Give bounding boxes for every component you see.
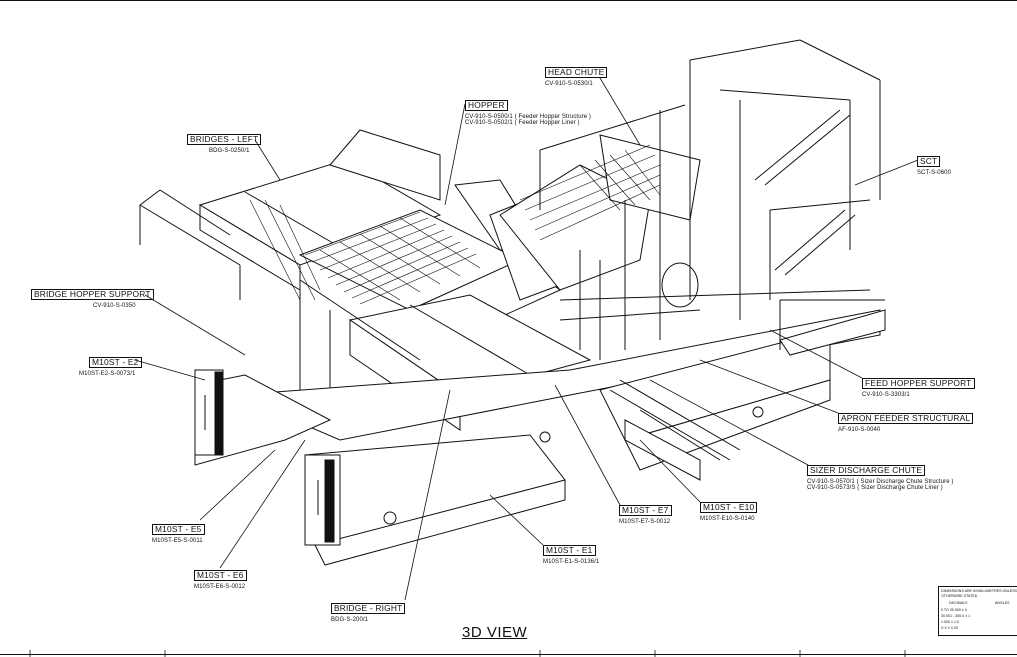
callout-hopper-ref-1: CV-910-S-0500/1 ( Feeder Hopper Structur… [465, 113, 592, 120]
callout-hopper-title: HOPPER [465, 100, 508, 112]
title-block-row-2: 30.001 - 300.0 ± 1 [941, 614, 971, 618]
callout-m10st-e5: M10ST - E5 M10ST-E5-S-0011 [152, 519, 205, 544]
callout-sct-ref: SCT-S-0600 [917, 169, 952, 176]
leader-lines [134, 77, 919, 601]
callout-m10st-e5-title: M10ST - E5 [152, 524, 205, 536]
callout-feed-hopper-support-ref: CV-910-S-3303/1 [862, 391, 910, 398]
callout-apron-feeder-structural-title: APRON FEEDER STRUCTURAL [838, 413, 974, 425]
callout-m10st-e2-ref: M10ST-E2-S-0073/1 [79, 370, 136, 377]
callout-m10st-e7: M10ST - E7 M10ST-E7-S-0012 [619, 500, 672, 525]
title-block-col-decimals: DECIMALS [949, 601, 968, 605]
callout-head-chute-ref: CV-910-S-0530/1 [545, 80, 593, 87]
tolerance-title-block: DIMENSIONS ARE IN MILLIMETRES UNLESS OTH… [938, 586, 1017, 636]
callout-bridge-hopper-support-title: BRIDGE HOPPER SUPPORT [31, 289, 154, 301]
callout-m10st-e6-title: M10ST - E6 [194, 570, 247, 582]
callout-sizer-discharge-chute-ref-1: CV-910-S-0570/1 ( Sizer Discharge Chute … [807, 478, 954, 485]
callout-m10st-e7-ref: M10ST-E7-S-0012 [619, 518, 671, 525]
callout-hopper: HOPPER CV-910-S-0500/1 ( Feeder Hopper S… [465, 95, 591, 127]
callout-bridges-left-title: BRIDGES - LEFT [187, 134, 262, 146]
callout-m10st-e10-ref: M10ST-E10-S-0140 [700, 515, 755, 522]
callout-m10st-e6-ref: M10ST-E6-S-0012 [194, 583, 246, 590]
callout-sizer-discharge-chute-title: SIZER DISCHARGE CHUTE [807, 465, 926, 477]
bridge-left-structure [139, 129, 442, 300]
end-walls [194, 369, 341, 546]
callout-m10st-e5-ref: M10ST-E5-S-0011 [152, 537, 203, 544]
callout-bridges-left-ref: BDG-S-0250/1 [209, 147, 250, 154]
callout-feed-hopper-support: FEED HOPPER SUPPORT CV-910-S-3303/1 [862, 373, 975, 398]
callout-bridge-hopper-support-ref: CV-910-S-0350 [93, 302, 136, 309]
sheet-border-bottom [0, 654, 1017, 655]
sizer-discharge-chute-structure [609, 379, 741, 481]
callout-bridge-right: BRIDGE - RIGHT BDG-S-200/1 [331, 598, 406, 623]
callout-hopper-ref-2: CV-910-S-0502/1 ( Feeder Hopper Liner ) [465, 120, 580, 127]
callout-m10st-e1-title: M10ST - E1 [543, 545, 596, 557]
callout-m10st-e10-title: M10ST - E10 [700, 502, 758, 514]
callout-apron-feeder-structural-ref: AF-910-S-0040 [838, 426, 881, 433]
callout-sizer-discharge-chute-ref-2: CV-910-S-0573/S ( Sizer Discharge Chute … [807, 485, 943, 492]
liner-plate-hatching [249, 144, 661, 305]
callout-bridge-right-ref: BDG-S-200/1 [331, 616, 369, 623]
callout-bridge-hopper-support: BRIDGE HOPPER SUPPORT CV-910-S-0350 [31, 284, 154, 309]
title-block-row-1: 0 TO 30.000 ± 0 [941, 608, 967, 612]
callout-m10st-e2: M10ST - E2 M10ST-E2-S-0073/1 [79, 352, 142, 377]
callout-sizer-discharge-chute: SIZER DISCHARGE CHUTE CV-910-S-0570/1 ( … [807, 460, 954, 492]
callout-sct: SCT SCT-S-0600 [917, 151, 951, 176]
callout-sct-title: SCT [917, 156, 941, 168]
callout-head-chute: HEAD CHUTE CV-910-S-0530/1 [545, 62, 608, 87]
callout-m10st-e10: M10ST - E10 M10ST-E10-S-0140 [700, 497, 758, 522]
title-block-row-3: 1.000 ± 1.0 [941, 620, 959, 624]
callout-feed-hopper-support-title: FEED HOPPER SUPPORT [862, 378, 975, 390]
title-block-row-4: X.X ± 0.25 [941, 626, 958, 630]
callout-bridge-right-title: BRIDGE - RIGHT [331, 603, 406, 615]
view-title: 3D VIEW [462, 624, 528, 641]
head-chute-structure [499, 39, 881, 360]
callout-m10st-e2-title: M10ST - E2 [89, 357, 142, 369]
sheet-border-top [0, 0, 1017, 1]
callout-m10st-e1-ref: M10ST-E1-S-0136/1 [543, 558, 600, 565]
callout-m10st-e1: M10ST - E1 M10ST-E1-S-0136/1 [543, 540, 599, 565]
title-block-col-angles: ANGLES [995, 601, 1010, 605]
callout-apron-feeder-structural: APRON FEEDER STRUCTURAL AF-910-S-0040 [838, 408, 974, 433]
callout-m10st-e6: M10ST - E6 M10ST-E6-S-0012 [194, 565, 247, 590]
callout-bridges-left: BRIDGES - LEFT BDG-S-0250/1 [187, 129, 262, 154]
callout-head-chute-title: HEAD CHUTE [545, 67, 608, 79]
title-block-line-2: OTHERWISE STATED [941, 594, 978, 598]
border-ticks [29, 650, 906, 657]
title-block-line-1: DIMENSIONS ARE IN MILLIMETRES UNLESS [941, 589, 1017, 593]
callout-m10st-e7-title: M10ST - E7 [619, 505, 672, 517]
